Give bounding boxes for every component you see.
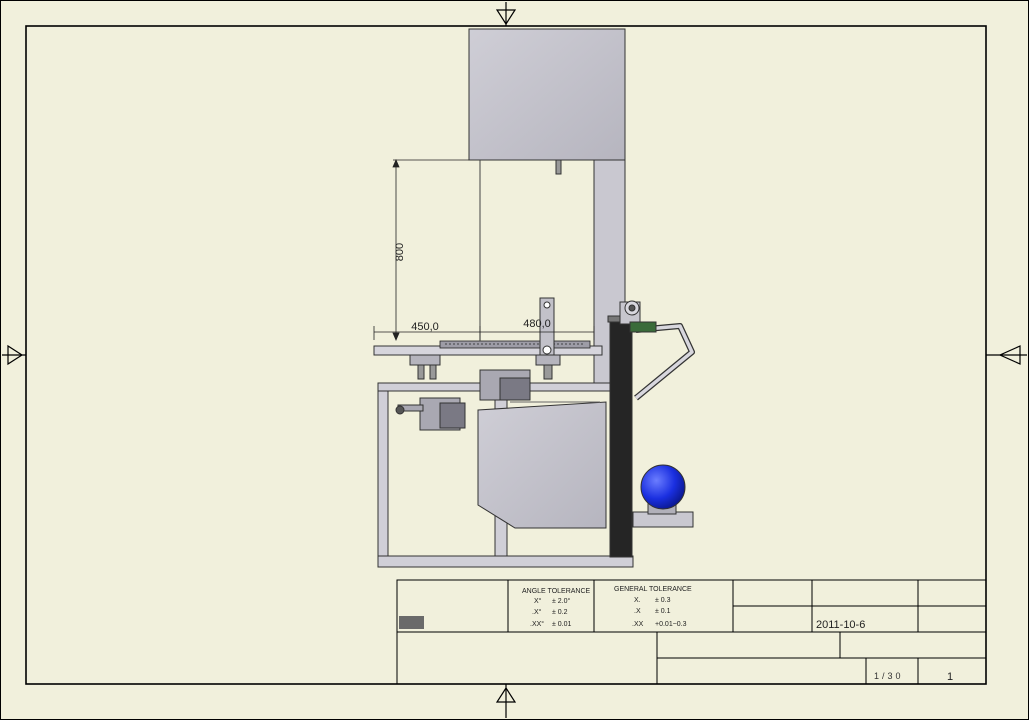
svg-text:.XX°: .XX° xyxy=(530,620,544,628)
svg-text:± 0.3: ± 0.3 xyxy=(655,597,671,604)
dimension-right-width: 480,0 xyxy=(523,318,551,330)
dimension-height: 800 xyxy=(394,243,406,261)
title-block xyxy=(396,579,987,685)
motor xyxy=(632,464,694,528)
centering-mark-left xyxy=(2,344,26,366)
centering-mark-top xyxy=(495,2,517,26)
svg-text:X°: X° xyxy=(534,597,542,605)
svg-text:± 2.0°: ± 2.0° xyxy=(552,597,571,605)
pulley xyxy=(619,300,641,325)
bandsaw-machine xyxy=(373,28,695,568)
drawing-scale: 1/30 xyxy=(874,671,904,681)
svg-text:+0.01~0.3: +0.01~0.3 xyxy=(655,621,687,628)
dimension-left-width: 450,0 xyxy=(411,321,439,333)
lower-wheel-housing xyxy=(477,401,607,529)
svg-text:GENERAL TOLERANCE: GENERAL TOLERANCE xyxy=(614,586,692,593)
angle-tolerance: ANGLE TOLERANCE X° ± 2.0° .X° ± 0.2 .XX°… xyxy=(522,588,591,628)
sheet-number: 1 xyxy=(947,671,953,683)
dimension-lines xyxy=(373,158,595,342)
svg-text:ANGLE TOLERANCE: ANGLE TOLERANCE xyxy=(522,588,591,595)
table-rail xyxy=(439,340,591,349)
svg-text:.XX: .XX xyxy=(632,621,644,628)
upper-wheel-housing xyxy=(468,28,626,161)
svg-text:.X: .X xyxy=(634,608,641,615)
general-tolerance: GENERAL TOLERANCE X. ± 0.3 .X ± 0.1 .XX … xyxy=(614,586,692,628)
blade-guide-post xyxy=(555,159,562,175)
svg-text:± 0.01: ± 0.01 xyxy=(552,621,572,628)
svg-text:.X°: .X° xyxy=(532,608,542,616)
vise-assembly xyxy=(395,369,600,431)
svg-text:± 0.1: ± 0.1 xyxy=(655,608,671,615)
svg-text:X.: X. xyxy=(634,597,641,604)
centering-mark-bottom xyxy=(495,684,517,718)
drawing-date: 2011-10-6 xyxy=(816,619,865,631)
dark-side-panel xyxy=(609,317,633,558)
title-block-gray-mark xyxy=(399,616,424,629)
centering-mark-right xyxy=(986,345,1027,365)
svg-text:± 0.2: ± 0.2 xyxy=(552,609,568,616)
